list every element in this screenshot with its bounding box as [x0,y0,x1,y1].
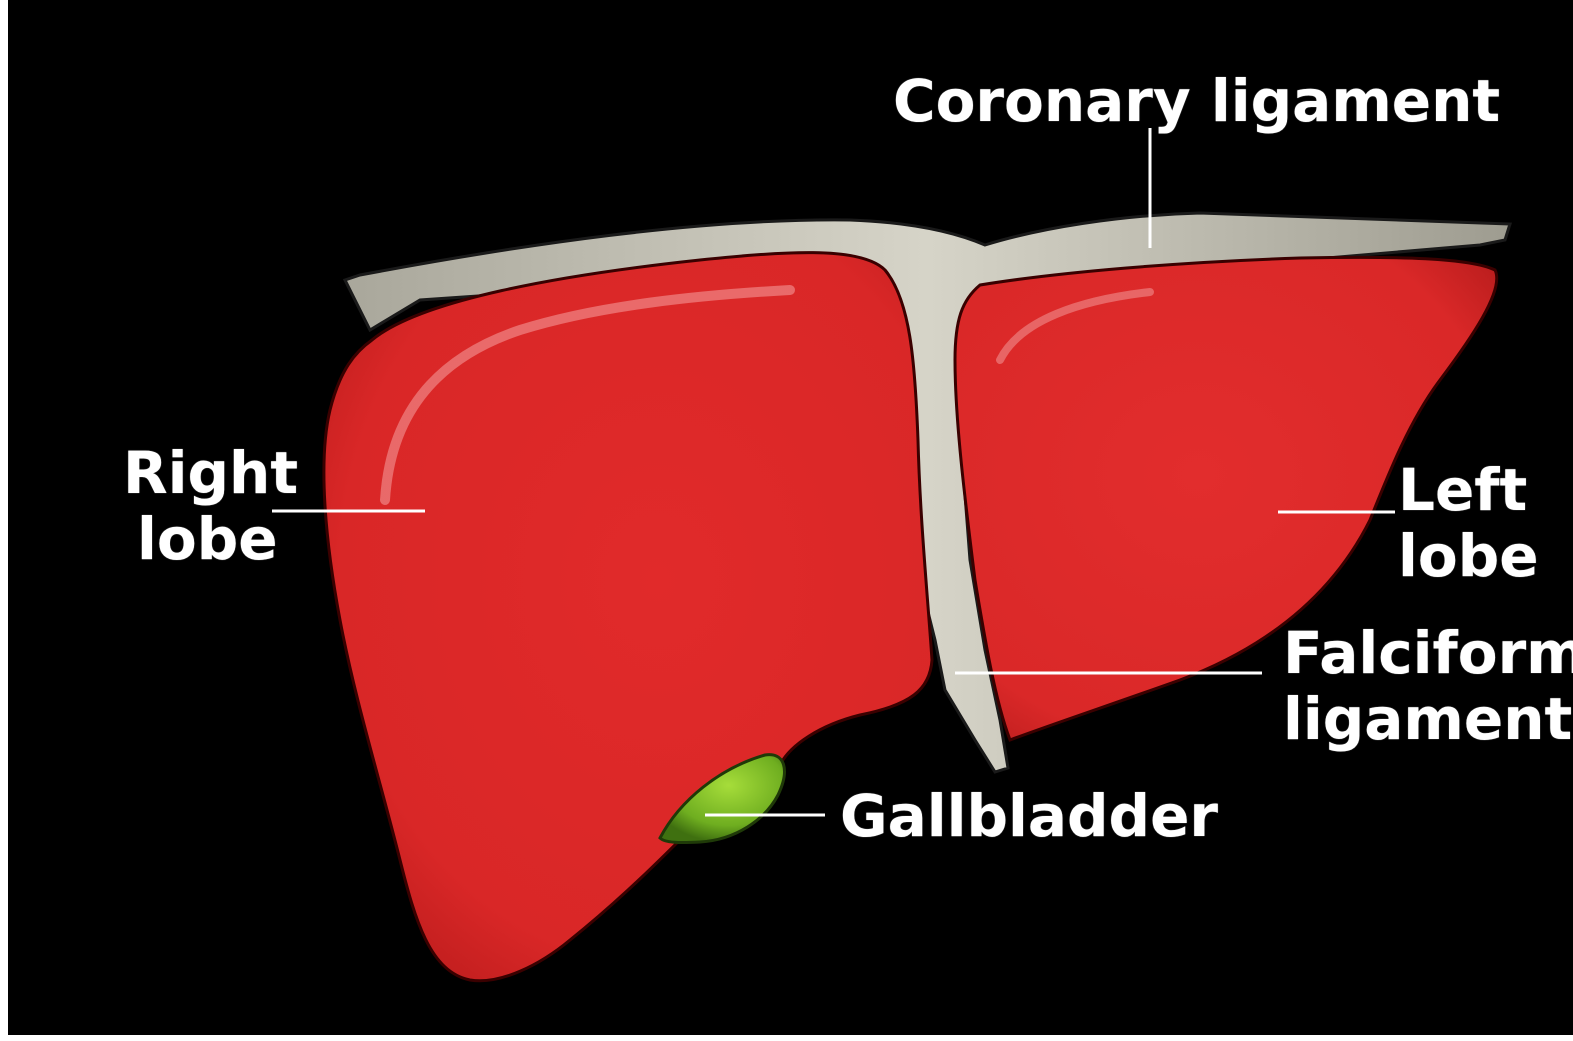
right-lobe-line-2: lobe [137,506,298,572]
coronary-ligament-label: Coronary ligament [893,68,1500,134]
right-lobe-line-1: Right [123,440,298,506]
right-lobe-label: Right lobe [123,440,298,572]
falciform-ligament-label: Falciform ligament [1283,620,1573,752]
left-lobe-label: Left lobe [1398,457,1539,589]
left-lobe-line-1: Left [1398,457,1539,523]
left-lobe-line-2: lobe [1398,523,1539,589]
falciform-ligament-line-2: ligament [1283,686,1573,752]
falciform-ligament-line-1: Falciform [1283,620,1573,686]
coronary-ligament-text: Coronary ligament [893,68,1500,134]
gallbladder-text: Gallbladder [840,783,1218,849]
gallbladder-label: Gallbladder [840,783,1218,849]
